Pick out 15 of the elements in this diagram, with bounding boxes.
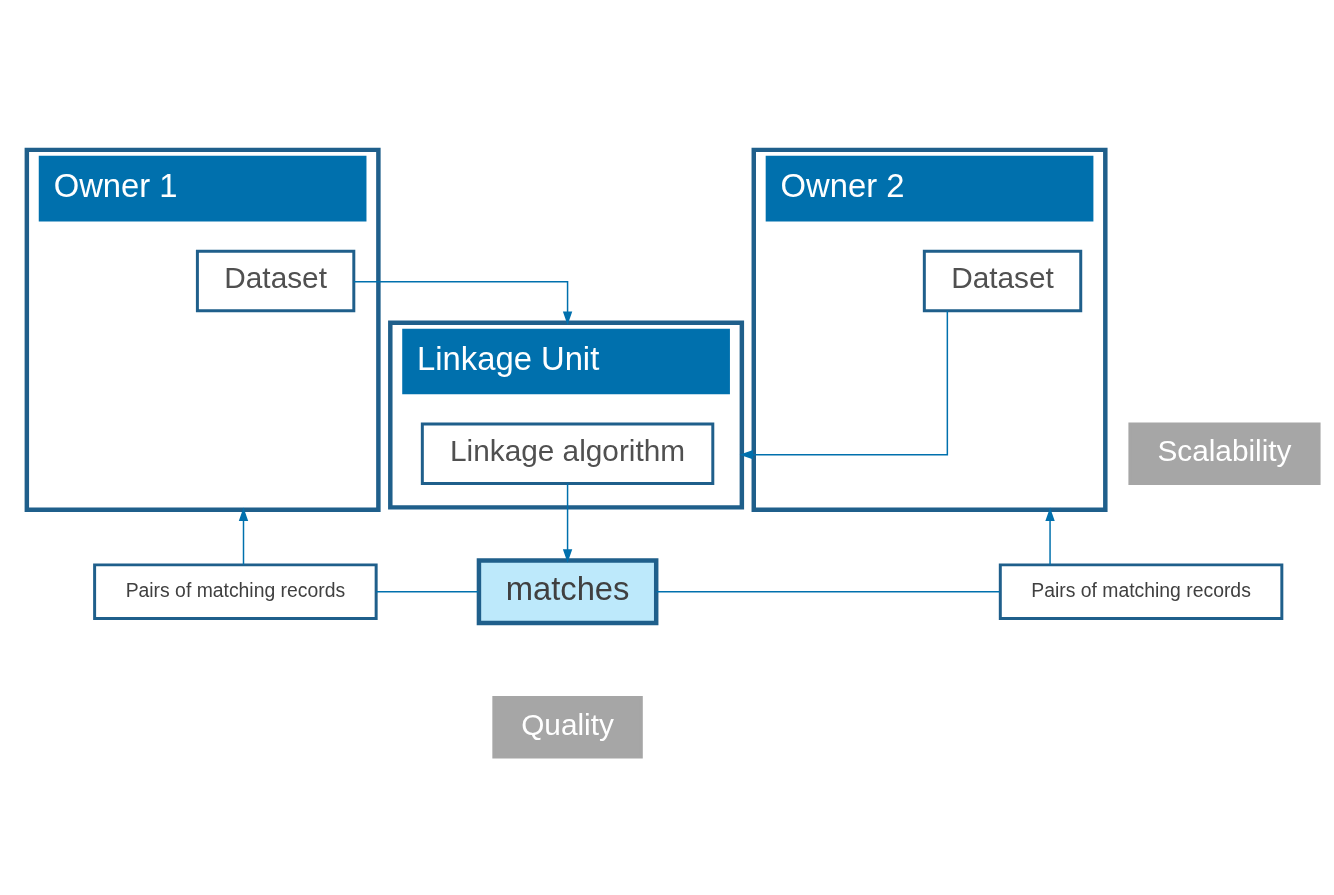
node-box: Pairs of matching records: [998, 563, 1284, 620]
arrow: [1045, 507, 1055, 566]
node-box: Dataset: [195, 249, 356, 313]
node-box: Scalability: [1128, 422, 1321, 486]
arrow: [739, 310, 949, 460]
node-box: matches: [476, 558, 659, 626]
arrow: [353, 281, 573, 325]
connector: [655, 590, 1001, 593]
connector: [375, 590, 480, 593]
node-box: Linkage algorithm: [420, 422, 715, 486]
node-box: Quality: [492, 695, 643, 759]
arrow: [238, 507, 249, 566]
node-box: Dataset: [922, 249, 1083, 313]
arrow: [562, 482, 573, 563]
node-box: Pairs of matching records: [93, 563, 378, 620]
